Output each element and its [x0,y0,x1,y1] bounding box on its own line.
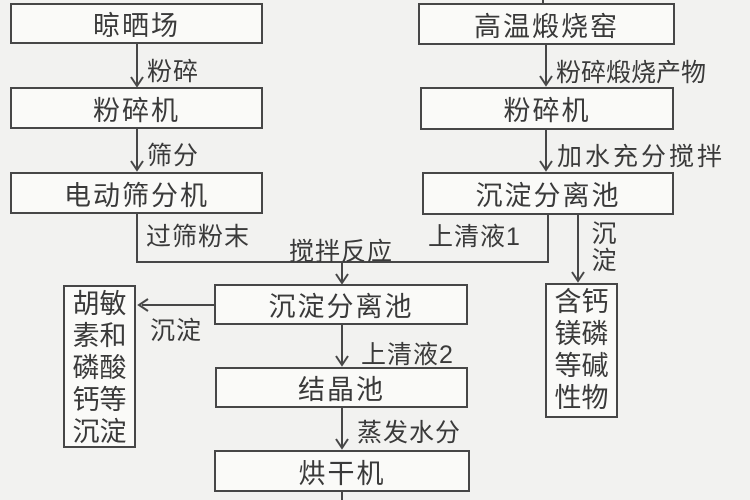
edge-label-evaporate-water: 蒸发水分 [357,419,462,447]
edge-label-crush: 粉碎 [147,58,200,86]
node-settling-pool-right: 沉淀分离池 [422,172,674,215]
node-crusher-right: 粉碎机 [420,87,674,130]
edge-label-supernatant-1: 上清液1 [428,223,521,251]
edge-label-sieving: 筛分 [147,142,200,170]
node-drying-yard: 晾晒场 [10,3,263,44]
node-humin-precipitate: 胡敏素和磷酸钙等沉淀 [63,285,136,448]
edge-label-precipitate-right: 沉淀 [591,220,617,275]
node-crusher-left: 粉碎机 [10,87,263,129]
edge-label-add-water-stir: 加水充分搅拌 [557,143,726,171]
edge-label-stirring-reaction: 搅拌反应 [289,238,394,266]
edge-label-crushed-calcined-product: 粉碎煅烧产物 [556,59,707,87]
arrowhead-down [335,438,349,450]
arrowhead-down [539,160,553,172]
node-dryer: 烘干机 [214,450,470,492]
edge-label-sieved-powder: 过筛粉末 [146,223,251,251]
node-alkaline-matter: 含钙镁磷等碱性物 [545,283,618,418]
edge-label-supernatant-2: 上清液2 [361,341,454,369]
arrowhead-down [335,273,349,285]
edge-label-precipitate-left: 沉淀 [150,317,203,345]
arrowhead-left [137,298,149,312]
arrowhead-down [130,160,144,172]
arrowhead-down [571,271,585,283]
node-electric-sieving-machine: 电动筛分机 [10,172,263,214]
arrowhead-down [130,76,144,88]
arrowhead-down [539,75,553,87]
node-crystallization-pool: 结晶池 [215,367,468,408]
node-calcination-kiln: 高温煅烧窑 [418,3,675,45]
arrowhead-down [335,355,349,367]
node-settling-pool-middle: 沉淀分离池 [214,284,468,325]
